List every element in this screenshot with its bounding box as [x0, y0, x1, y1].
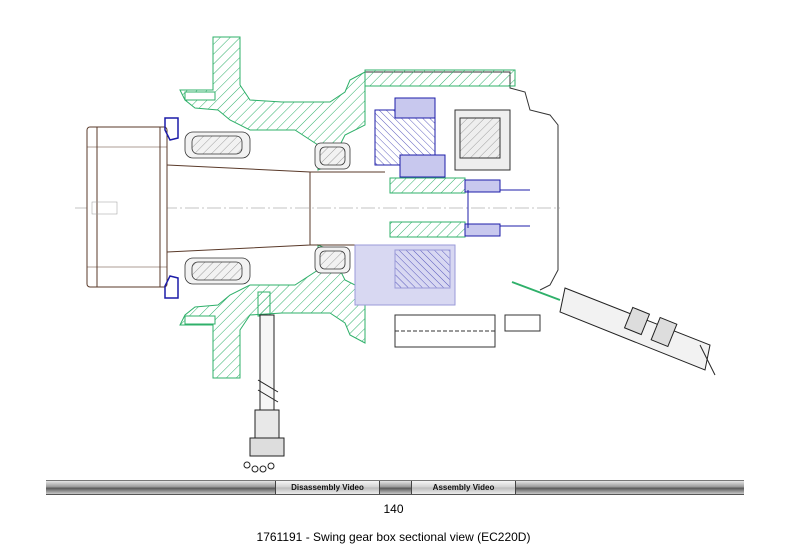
planet-carrier	[354, 97, 466, 306]
housing-flange	[179, 36, 366, 379]
level-sensor	[511, 281, 716, 376]
upper-bearing	[184, 131, 351, 170]
lower-bolt	[394, 314, 541, 348]
drain-hose	[243, 314, 285, 473]
sectional-view-drawing	[75, 36, 716, 473]
output-pinion	[86, 126, 168, 288]
top-housing	[364, 69, 559, 291]
assembly-video-button[interactable]: Assembly Video	[411, 481, 516, 494]
figure-caption: 1761191 - Swing gear box sectional view …	[256, 530, 531, 544]
video-navigation-bar: Disassembly Video Assembly Video	[46, 480, 744, 495]
page-number: 140	[383, 502, 404, 516]
seal-rings	[164, 117, 179, 299]
sun-gear-shaft	[464, 179, 530, 237]
lower-bearing	[184, 246, 351, 285]
flange-bolts	[184, 91, 216, 325]
disassembly-video-button[interactable]: Disassembly Video	[275, 481, 380, 494]
output-shaft	[166, 164, 385, 253]
